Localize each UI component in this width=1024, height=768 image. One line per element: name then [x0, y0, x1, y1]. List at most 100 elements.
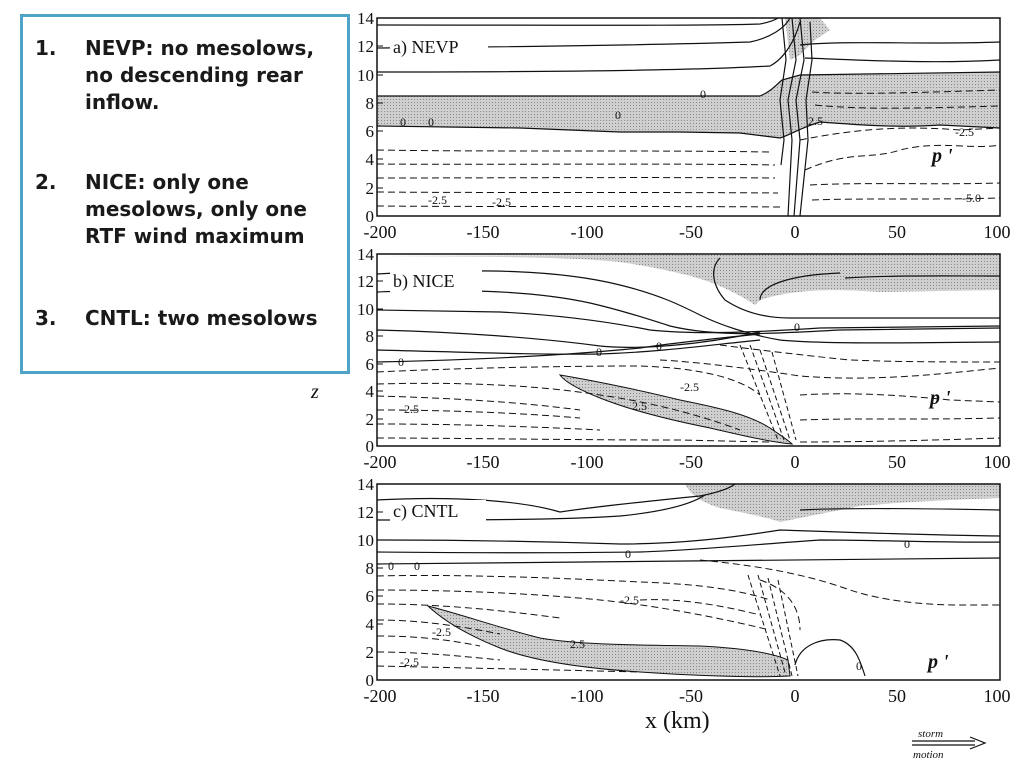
panel-b-x-tick-labels: -200 -150 -100 -50 0 50 100: [364, 452, 1011, 472]
item-number: 1.: [35, 36, 57, 60]
x-tick-label: 100: [984, 452, 1011, 472]
contour-label: -2.5: [400, 655, 419, 669]
summary-callout-box: 1. NEVP: no mesolows, no descending rear…: [20, 14, 350, 374]
contour-label: 2.5: [570, 637, 585, 651]
z-tick-label: 4: [366, 382, 375, 401]
panel-a-ticks: [377, 17, 383, 217]
contour-label: 0: [625, 547, 631, 561]
panel-a-contours: [377, 18, 1000, 216]
panel-a-field-label: p ': [930, 145, 953, 167]
x-tick-label: -150: [467, 686, 500, 706]
z-tick-label: 10: [357, 66, 374, 85]
z-tick-label: 6: [366, 122, 375, 141]
contour-label: -2.5: [680, 380, 699, 394]
storm-label: storm: [918, 728, 943, 740]
contour-label: 2.5: [632, 399, 647, 413]
contour-label: 0: [700, 87, 706, 101]
x-tick-label: 0: [791, 452, 800, 472]
x-tick-label: 50: [888, 686, 906, 706]
z-tick-label: 4: [366, 615, 375, 634]
item-text: NEVP: no mesolows, no descending rear in…: [85, 36, 315, 114]
z-tick-label: 2: [366, 179, 375, 198]
contour-label: -2.5: [492, 195, 511, 209]
contour-label: 0: [904, 537, 910, 551]
panel-b-title-backing: [390, 270, 482, 292]
contour-label: 0: [656, 339, 662, 353]
z-tick-label: 14: [357, 245, 375, 264]
panel-c-title: c) CNTL: [393, 501, 458, 522]
contour-label: 0: [428, 115, 434, 129]
z-tick-label: 6: [366, 587, 375, 606]
panel-a-y-tick-labels: 0 2 4 6 8 10 12 14: [357, 9, 375, 226]
z-tick-label: 4: [366, 150, 375, 169]
x-tick-label: 100: [984, 222, 1011, 242]
item-number: 2.: [35, 170, 57, 194]
panel-c-upper-positive-region: [685, 484, 1000, 522]
panel-c-y-tick-labels: 0 2 4 6 8 10 12 14: [357, 475, 375, 690]
contour-label: -2.5: [432, 625, 451, 639]
x-tick-label: -50: [679, 222, 703, 242]
panel-b-ticks: [377, 253, 383, 447]
panel-c-ticks: [377, 483, 383, 681]
panel-b-nice: 0 2 4 6 8 10 12 14 b) NICE p ' 0 0 0 0 -…: [357, 245, 1011, 472]
x-tick-label: 0: [791, 686, 800, 706]
z-tick-label: 8: [366, 559, 375, 578]
panel-c-frame: [376, 483, 1001, 681]
contour-label: 2.5: [808, 114, 823, 128]
panel-b-y-tick-labels: 0 2 4 6 8 10 12 14: [357, 245, 375, 456]
panel-a-title-backing: [390, 36, 488, 58]
motion-label: motion: [913, 749, 944, 761]
panel-a-x-tick-labels: -200 -150 -100 -50 0 50 100: [364, 222, 1011, 242]
x-tick-label: -150: [467, 452, 500, 472]
x-tick-label: -100: [571, 222, 604, 242]
contour-label: -2.5: [400, 402, 419, 416]
item-text: CNTL: two mesolows: [85, 306, 318, 330]
item-text: NICE: only one mesolows, only one RTF wi…: [85, 170, 307, 248]
contour-label: -2.5: [620, 593, 639, 607]
x-tick-label: 50: [888, 452, 906, 472]
z-tick-label: 12: [357, 37, 374, 56]
panel-c-x-tick-labels: -200 -150 -100 -50 0 50 100: [364, 686, 1011, 706]
panel-c-positive-region: [426, 605, 791, 678]
panel-a-frame: [376, 17, 1001, 217]
item-number: 3.: [35, 306, 57, 330]
panel-b-contour-labels: 0 0 0 0 -2.5 -2.5 2.5: [398, 320, 800, 416]
x-tick-label: 100: [984, 686, 1011, 706]
arrow-head-icon: [969, 736, 987, 750]
panel-c-title-backing: [390, 500, 486, 522]
contour-label: 0: [856, 659, 862, 673]
x-tick-label: -100: [571, 452, 604, 472]
z-tick-label: 0: [366, 671, 375, 690]
x-axis-label: x (km): [645, 708, 710, 734]
panel-b-upper-positive-region: [377, 254, 1000, 305]
z-tick-label: 14: [357, 475, 375, 494]
x-tick-label: -200: [364, 222, 397, 242]
x-tick-label: -50: [679, 686, 703, 706]
panel-c-field-label: p ': [926, 651, 949, 673]
z-tick-label: 2: [366, 643, 375, 662]
panel-b-title: b) NICE: [393, 271, 455, 292]
z-tick-label: 6: [366, 355, 375, 374]
contour-label: 0: [794, 320, 800, 334]
x-tick-label: 50: [888, 222, 906, 242]
panel-c-cntl: 0 2 4 6 8 10 12 14 c) CNTL p ' 0 0 0 0 -…: [357, 475, 1011, 706]
panel-a-title: a) NEVP: [393, 37, 459, 58]
z-tick-label: 14: [357, 9, 375, 28]
storm-motion-arrow: storm motion: [912, 728, 987, 761]
z-tick-label: 8: [366, 94, 375, 113]
panel-c-contour-labels: 0 0 0 0 -2.5 -2.5 -2.5 2.5 0: [388, 537, 910, 673]
z-axis-label: z: [310, 381, 319, 403]
contour-label: 0: [398, 355, 404, 369]
x-tick-label: 0: [791, 222, 800, 242]
x-tick-label: -200: [364, 686, 397, 706]
contour-label: -2.5: [955, 125, 974, 139]
panel-a-upper-positive-region: [785, 18, 830, 60]
contour-label: -2.5: [428, 193, 447, 207]
x-tick-label: -200: [364, 452, 397, 472]
z-tick-label: 12: [357, 503, 374, 522]
x-tick-label: -150: [467, 222, 500, 242]
arrow-shaft-icon: [912, 740, 975, 746]
panel-a-contour-labels: 0 0 0 0 2.5 -2.5 -2.5 -2.5 -5.0: [400, 87, 981, 209]
x-tick-label: -50: [679, 452, 703, 472]
